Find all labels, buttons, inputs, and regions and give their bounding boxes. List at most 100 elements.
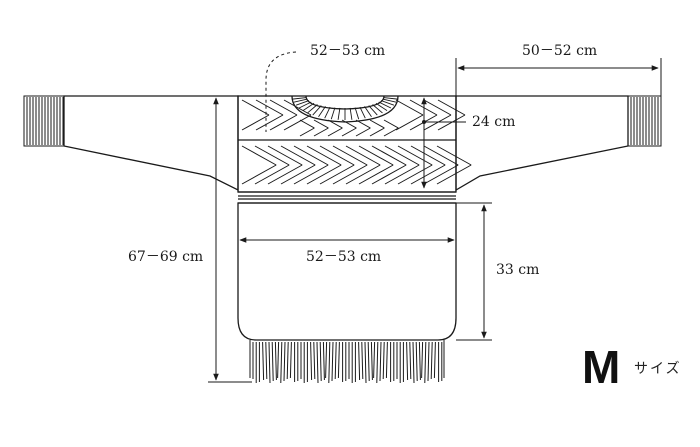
hem-fringe-line	[286, 341, 289, 380]
chevron-stroke	[383, 127, 399, 137]
hem-fringe-line	[421, 341, 424, 379]
chevron-stroke	[371, 164, 407, 185]
neck-rib-line	[383, 97, 398, 100]
chevron-stroke	[369, 127, 385, 137]
hem-fringe-line	[412, 341, 415, 384]
neck-rib-line	[330, 107, 336, 120]
hem-fringe-line	[379, 341, 382, 382]
chevron-stroke	[383, 119, 399, 129]
hem-fringe-line	[313, 341, 316, 380]
sweater-outline	[63, 95, 629, 341]
chevron-stroke	[410, 145, 446, 166]
chevron-stroke	[397, 145, 433, 166]
chevron-stroke	[345, 164, 381, 185]
hem-fringe-line	[265, 341, 268, 380]
chevron-stroke	[341, 127, 357, 137]
chevron-stroke	[299, 119, 315, 129]
hem-fringe-line	[331, 341, 334, 382]
chevron-stroke	[410, 164, 446, 185]
chevron-stroke	[332, 164, 368, 185]
neck-rib-line	[307, 104, 318, 114]
chevron-stroke	[299, 127, 315, 137]
hem-fringe-line	[415, 341, 418, 382]
chevron-stroke	[395, 99, 424, 116]
chevron-stroke	[269, 114, 298, 131]
hem-fringe-line	[364, 341, 367, 384]
neck-width-label: 52－53 cm	[310, 43, 386, 59]
chevron-stroke	[341, 119, 357, 129]
hem-fringe-line	[373, 341, 376, 379]
hem-fringe-line	[325, 341, 328, 379]
hem-fringe-line	[409, 341, 412, 380]
neck-rib-line	[375, 102, 388, 111]
chevron-stroke	[293, 145, 329, 166]
hem-fringe-line	[424, 341, 427, 384]
neck-rib-line	[312, 105, 322, 116]
body-panel	[237, 202, 457, 341]
chevron-stroke	[241, 164, 277, 185]
hem-fringe-line	[433, 341, 436, 379]
hem-fringe-line	[427, 341, 430, 382]
chevron-stroke	[313, 119, 329, 129]
chevron-stroke	[255, 114, 284, 131]
neck-rib-line	[354, 107, 360, 120]
hem-fringe-line	[406, 341, 409, 381]
chevron-stroke	[423, 145, 459, 166]
size-letter: M	[582, 341, 621, 393]
neck-rib-line	[293, 98, 308, 103]
neck-ribbing	[292, 95, 398, 120]
chevron-stroke	[384, 164, 420, 185]
hem-fringe-line	[319, 341, 322, 382]
hem-fringe-line	[274, 341, 277, 381]
neck-rib-line	[349, 107, 353, 120]
hem-fringe-line	[262, 341, 265, 381]
chevron-stroke	[306, 145, 342, 166]
hem-fringe-line	[337, 341, 340, 379]
chevron-stroke	[355, 119, 371, 129]
neck-rib-line	[368, 105, 378, 116]
chevron-stroke	[319, 145, 355, 166]
sleeve-length-label: 50－52 cm	[522, 43, 598, 59]
hem-fringe-line	[268, 341, 271, 384]
neck-rib-line	[295, 100, 310, 106]
neck-rib-line	[378, 101, 392, 109]
chevron-stroke	[254, 145, 290, 166]
chevron-stroke	[436, 145, 472, 166]
chevron-stroke	[293, 164, 329, 185]
chevron-pattern	[241, 99, 472, 185]
chevron-stroke	[267, 164, 303, 185]
chevron-stroke	[358, 164, 394, 185]
neck-rib-line	[372, 104, 383, 114]
measurement-lines	[208, 51, 662, 383]
hem-fringe-line	[328, 341, 331, 384]
chevron-stroke	[241, 99, 270, 116]
chevron-stroke	[369, 119, 385, 129]
neck-rib-line	[359, 106, 366, 119]
neck-width-leader	[265, 51, 297, 132]
chevron-stroke	[280, 145, 316, 166]
yoke-depth-label: 24 cm	[472, 114, 516, 130]
hem-fringe-line	[385, 341, 388, 379]
hem-fringe-line	[277, 341, 280, 379]
right-cuff-ribbing	[627, 95, 662, 147]
neck-rib-line	[324, 106, 331, 119]
chevron-stroke	[327, 119, 343, 129]
hem-fringe-line	[358, 341, 361, 381]
chevron-stroke	[395, 114, 424, 131]
chevron-stroke	[255, 99, 284, 116]
hem-fringe-line	[418, 341, 421, 381]
left-sleeve	[63, 95, 239, 192]
hem-fringe-line	[289, 341, 292, 379]
chevron-stroke	[254, 164, 290, 185]
chevron-stroke	[283, 114, 312, 131]
total-length-label: 67－69 cm	[128, 249, 204, 265]
chevron-stroke	[358, 145, 394, 166]
hem-fringe-line	[367, 341, 370, 382]
chevron-stroke	[306, 164, 342, 185]
hem-fringe-line	[334, 341, 337, 380]
body-width-label: 52－53 cm	[306, 249, 382, 265]
chevron-stroke	[397, 164, 433, 185]
hem-fringe-line	[316, 341, 319, 384]
